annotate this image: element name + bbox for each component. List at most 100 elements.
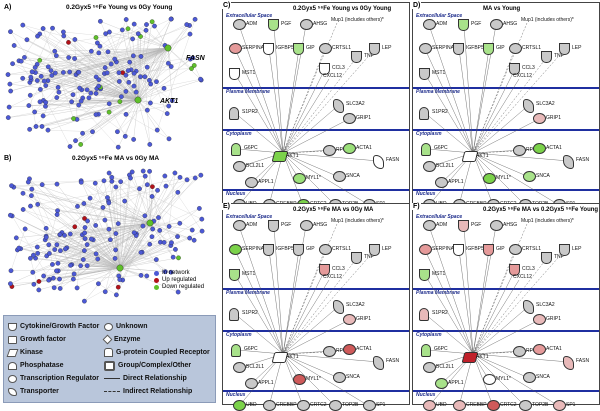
network-node — [72, 56, 76, 60]
network-node — [67, 70, 71, 74]
growth-factor-shape-icon — [8, 336, 17, 344]
network-node — [6, 72, 10, 76]
network-node — [114, 293, 118, 297]
gene-gip-icon — [483, 43, 494, 55]
network-node — [56, 85, 60, 89]
network-node — [124, 73, 128, 77]
gene-mst1-icon — [419, 68, 430, 80]
down-regulated-dot-icon — [154, 285, 159, 290]
network-node — [165, 111, 169, 115]
gene-slc3a2-label: SLC3A2 — [536, 302, 555, 308]
network-node — [167, 224, 171, 228]
gene-pgf-icon — [268, 19, 279, 31]
gene-gpc-icon — [231, 344, 241, 357]
network-node — [17, 246, 21, 250]
network-node — [126, 27, 130, 31]
network-node — [187, 236, 191, 240]
gene-gip-label: GIP — [306, 246, 315, 252]
shape-legend: Cytokine/Growth Factor Growth factor Kin… — [3, 315, 216, 403]
gene-mst1-icon — [229, 269, 240, 281]
gene-ccl3-label: CCL3 — [332, 65, 345, 71]
gene-serpina1-icon — [229, 43, 242, 54]
network-node — [53, 247, 57, 251]
network-node — [148, 101, 152, 105]
legend-transporter: Transporter — [8, 385, 99, 398]
network-node — [128, 176, 132, 180]
gene-sp1-icon — [553, 400, 566, 411]
network-node — [193, 176, 197, 180]
network-node — [155, 188, 159, 192]
gene-serpina1-icon — [419, 244, 432, 255]
gene-acta1-label: ACTA1 — [546, 346, 562, 352]
gene-adm-label: ADM — [246, 21, 257, 27]
network-node — [41, 26, 45, 30]
network-node — [94, 252, 98, 256]
gene-top2b-icon — [329, 400, 342, 411]
network-node — [154, 79, 158, 83]
network-node — [114, 231, 118, 235]
network-node — [143, 214, 147, 218]
network-node — [198, 77, 202, 81]
gene-ctsl1-label: CRTSL1 — [522, 246, 541, 252]
network-node — [58, 232, 62, 236]
legend-down-regulated: Down regulated — [154, 284, 204, 290]
gene-ahsg-label: AHSG — [313, 21, 327, 27]
network-node — [68, 144, 72, 148]
network-node — [6, 115, 10, 119]
network-node — [131, 54, 135, 58]
network-node — [119, 94, 123, 98]
network-node — [139, 54, 143, 58]
gene-adm-icon — [233, 220, 246, 231]
network-node — [98, 19, 102, 23]
network-node — [145, 108, 149, 112]
network-node — [8, 29, 12, 33]
network-node — [94, 35, 98, 39]
network-node — [14, 236, 18, 240]
network-node — [93, 181, 97, 185]
gene-ahsg-label: AHSG — [313, 222, 327, 228]
network-node — [52, 286, 56, 290]
network-node — [94, 75, 98, 79]
network-node — [47, 243, 51, 247]
network-node — [178, 175, 182, 179]
network-node — [25, 38, 29, 42]
network-node — [150, 227, 154, 231]
network-node — [69, 100, 73, 104]
network-a — [0, 10, 215, 155]
network-node — [169, 64, 173, 68]
network-node — [38, 58, 42, 62]
gene-lep-icon — [559, 244, 570, 256]
network-node — [85, 88, 89, 92]
network-node — [141, 224, 145, 228]
network-node — [150, 184, 154, 188]
network-node — [116, 221, 120, 225]
network-node — [54, 269, 58, 273]
network-node — [152, 24, 156, 28]
network-node — [118, 99, 122, 103]
gene-gip-icon — [293, 244, 304, 256]
network-node — [44, 226, 48, 230]
network-node — [44, 83, 48, 87]
network-node — [46, 65, 50, 69]
network-node — [163, 174, 167, 178]
gene-sp1-icon — [363, 400, 376, 411]
network-a-gene-akt1: AKT1 — [160, 98, 178, 105]
gene-s1pr2-icon — [229, 107, 239, 120]
gene-igfbp5-label: IGFBP5 — [276, 246, 294, 252]
network-node — [8, 82, 12, 86]
network-node — [28, 204, 32, 208]
gene-crtc2-label: CRTC2 — [500, 402, 517, 408]
gene-appl1-label: APPL1 — [258, 179, 274, 185]
gene-snca-icon — [333, 372, 346, 383]
gene-snca-label: SNCA — [536, 374, 550, 380]
pathway-edges — [223, 204, 409, 404]
gene-mst1-label: MST1 — [432, 70, 445, 76]
gene-s1pr2-label: S1PR2 — [432, 109, 448, 115]
gene-grip1-icon — [343, 113, 356, 124]
gene-crtc2-icon — [487, 400, 500, 411]
gene-rpl23-icon — [513, 346, 526, 357]
network-node — [55, 182, 59, 186]
network-node — [38, 87, 42, 91]
network-node — [89, 91, 93, 95]
gene-ctsl1-icon — [509, 244, 522, 255]
